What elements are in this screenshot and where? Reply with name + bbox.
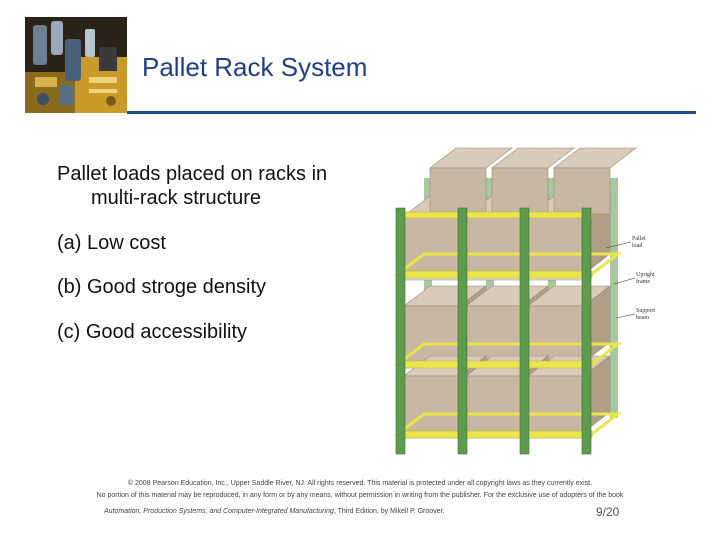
page-number: 9/20 bbox=[596, 505, 620, 519]
corner-decorative-image bbox=[25, 17, 127, 113]
title-underline bbox=[127, 111, 696, 114]
footer-bottom: Automation, Production Systems, and Comp… bbox=[0, 505, 720, 519]
box-front-0-2 bbox=[527, 215, 585, 275]
support-beam-front-2 bbox=[397, 430, 593, 439]
label-pallet-load-word2: load bbox=[632, 243, 642, 249]
box-front-1-2 bbox=[527, 305, 585, 363]
box-front-1-1 bbox=[465, 305, 523, 363]
label-support-beam-word1: Support bbox=[636, 308, 655, 314]
upright-front-3 bbox=[581, 207, 592, 455]
bullet-accessibility: (c) Good accessibility bbox=[57, 320, 248, 343]
label-upright-frame-word2: frame bbox=[636, 278, 650, 285]
copyright-line-2: No portion of this material may be repro… bbox=[96, 492, 624, 499]
upright-front-1 bbox=[457, 207, 468, 455]
upright-front-2 bbox=[519, 207, 530, 455]
label-support-beam-word2: beam bbox=[636, 315, 649, 321]
bullet-intro: Pallet loads placed on racks in multi-ra… bbox=[57, 163, 328, 210]
book-edition: , Third Edition, by Mikell P. Groover. bbox=[333, 508, 445, 515]
leader-support-beam bbox=[615, 313, 636, 319]
label-pallet-load-word1: Pallet bbox=[632, 236, 646, 242]
box-upper-front-0 bbox=[429, 167, 487, 215]
bullet-storage-density: (b) Good stroge density bbox=[57, 276, 266, 299]
upright-back-3 bbox=[610, 178, 618, 418]
upright-front-0 bbox=[395, 207, 406, 455]
footer-copyright: © 2008 Pearson Education, Inc., Upper Sa… bbox=[0, 478, 720, 502]
box-front-2-1 bbox=[465, 375, 523, 433]
box-front-0-1 bbox=[465, 215, 523, 275]
support-beam-top bbox=[397, 211, 593, 219]
label-upright-frame-word1: Upright bbox=[636, 272, 655, 278]
leader-pallet-load bbox=[605, 241, 632, 249]
book-title: Automation, Production Systems, and Comp… bbox=[104, 508, 334, 515]
bullet-list: Pallet loads placed on racks in multi-ra… bbox=[57, 162, 357, 364]
box-front-2-2 bbox=[527, 375, 585, 433]
copyright-line-1: © 2008 Pearson Education, Inc., Upper Sa… bbox=[127, 480, 593, 487]
box-upper-front-2 bbox=[553, 167, 611, 215]
box-front-0-0 bbox=[403, 215, 461, 275]
box-upper-front-1 bbox=[491, 167, 549, 215]
leader-upright-frame bbox=[613, 277, 636, 285]
support-beam-front-0 bbox=[397, 270, 593, 279]
slide-title: Pallet Rack System bbox=[142, 52, 368, 82]
bullet-low-cost: (a) Low cost bbox=[57, 231, 166, 254]
book-citation: Automation, Production Systems, and Comp… bbox=[104, 508, 444, 515]
support-beam-front-1 bbox=[397, 360, 593, 369]
circuit-board-icon bbox=[25, 17, 127, 113]
